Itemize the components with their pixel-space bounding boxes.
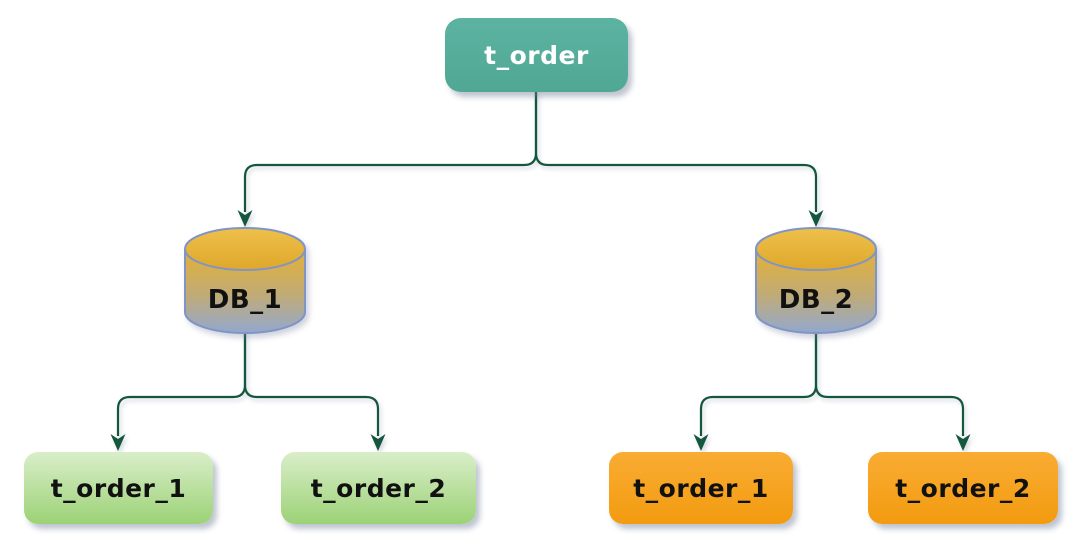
edge-db2-table2 [814,331,965,436]
node-db1-t-order-2: t_order_2 [281,452,476,524]
node-db-2: DB_2 [754,226,878,336]
node-db2-t-order-1-label: t_order_1 [633,473,769,503]
node-db2-t-order-2-label: t_order_2 [895,473,1031,503]
node-db2-t-order-2: t_order_2 [868,452,1058,524]
edge-db1-table2 [243,331,380,436]
node-t-order-label: t_order [484,40,589,70]
arrowhead-db2 [808,210,824,227]
arrowhead-db1-table1 [110,434,126,451]
node-db-2-label: DB_2 [778,284,854,315]
node-db2-t-order-1: t_order_1 [609,452,793,524]
arrowhead-db1-table2 [370,434,386,451]
arrowhead-db2-table1 [693,434,709,451]
database-cylinder-icon [184,227,306,334]
node-db1-t-order-1: t_order_1 [24,452,213,524]
edge-root-db2 [534,90,818,212]
node-db-1-label: DB_1 [207,284,283,315]
edge-db2-table1 [699,331,818,436]
edge-root-db1 [243,90,538,212]
arrowhead-db1 [237,210,253,227]
database-cylinder-icon [755,227,877,334]
node-db-1: DB_1 [183,226,307,336]
node-db1-t-order-2-label: t_order_2 [310,473,447,503]
arrowhead-db2-table2 [955,434,971,451]
edge-db1-table1 [116,331,247,436]
node-t-order: t_order [445,18,628,92]
node-db1-t-order-1-label: t_order_1 [50,473,187,503]
